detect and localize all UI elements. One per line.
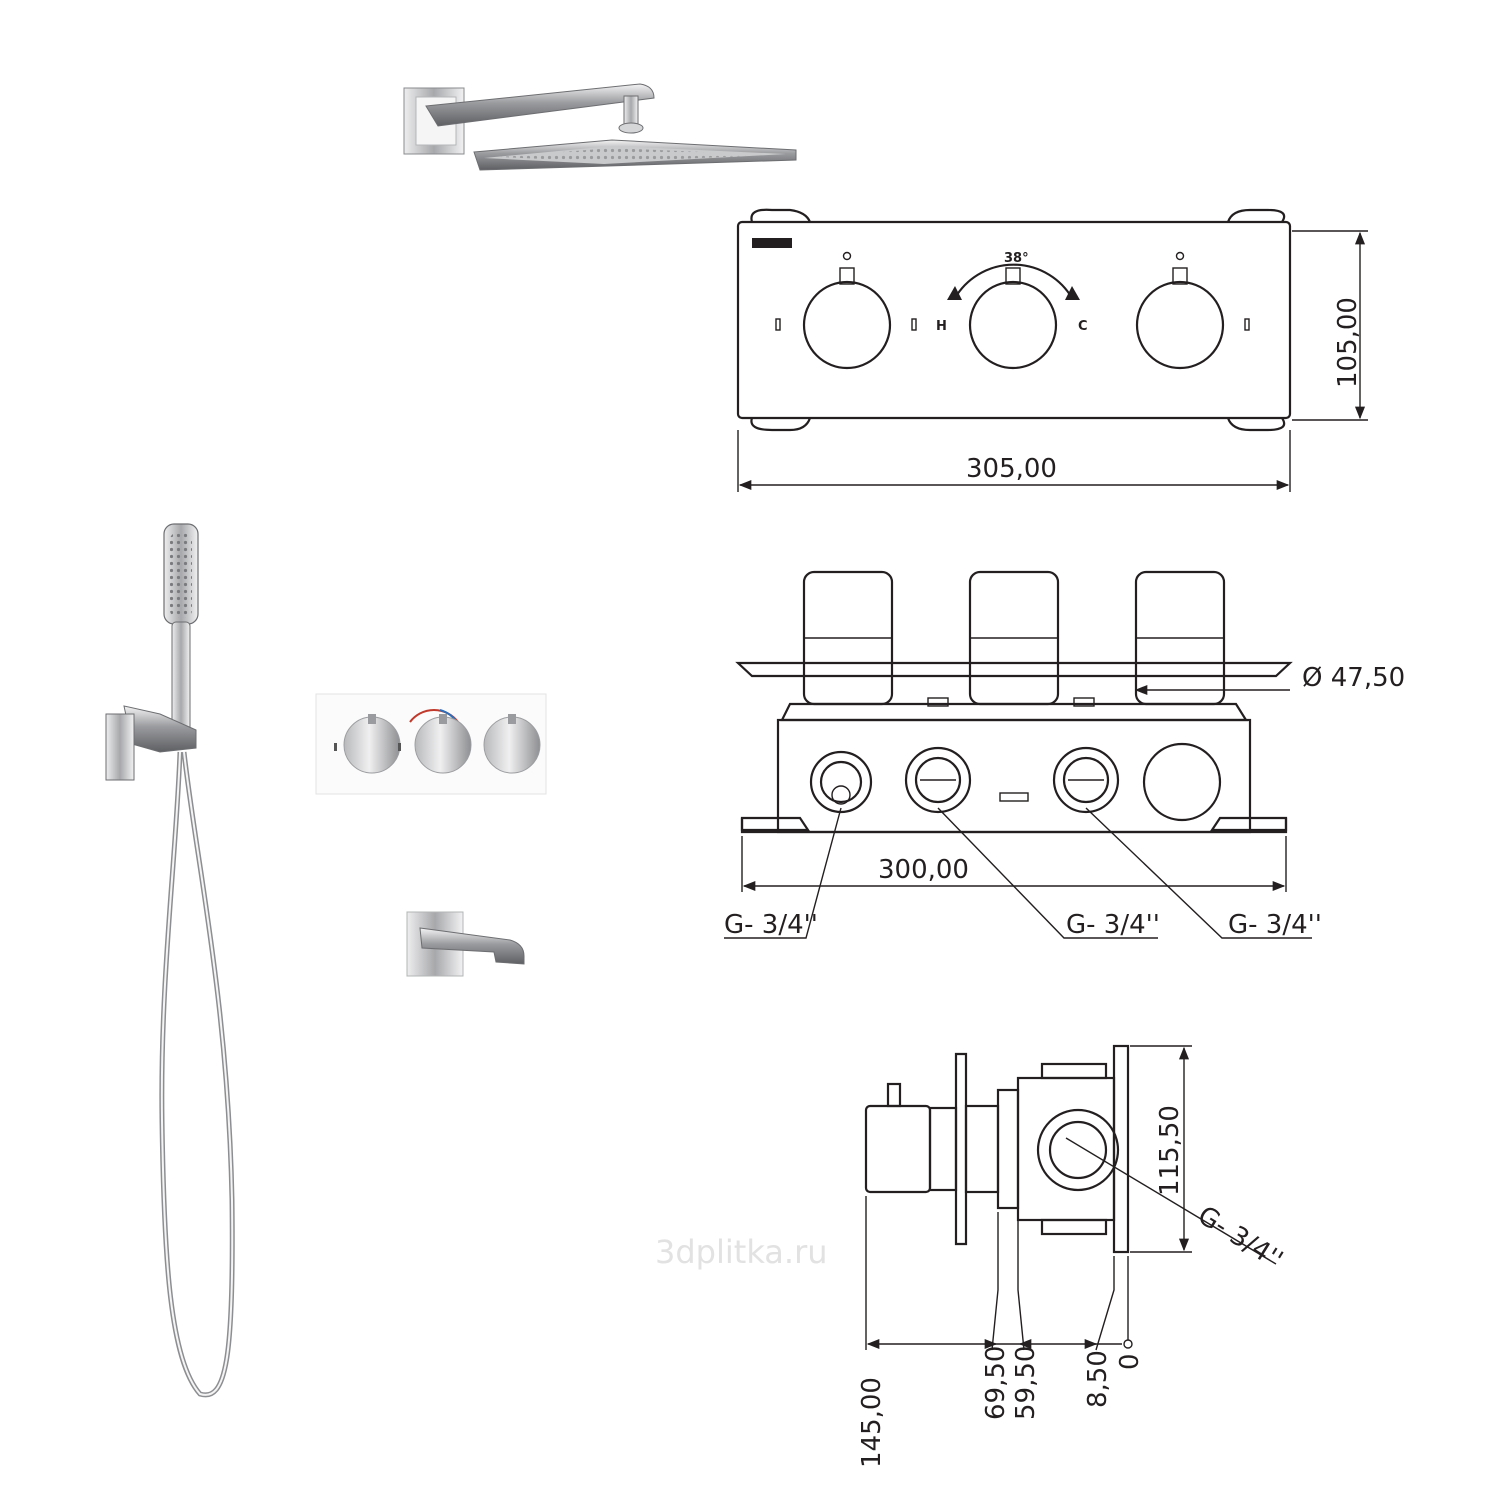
watermark: 3dplitka.ru (655, 1233, 828, 1271)
panel-top-view: 38° H C 305,00 105,00 (736, 208, 1368, 492)
connection-label-1: G- 3/4'' (724, 910, 818, 940)
bath-spout-render (406, 911, 525, 977)
side-height-dimension: 115,50 (1155, 1105, 1185, 1196)
connection-label-2: G- 3/4'' (1066, 910, 1160, 940)
mixer-body-front-view: Ø 47,50 300,00 G- 3/4'' G- 3/4'' G- 3/4'… (724, 570, 1405, 940)
depth-label-59-5: 59,50 (1011, 1346, 1041, 1420)
depth-label-69-5: 69,50 (981, 1346, 1011, 1420)
side-connection-label: G- 3/4'' (1192, 1200, 1288, 1275)
depth-label-8-5: 8,50 (1083, 1350, 1113, 1408)
thermostatic-panel-render (315, 693, 547, 795)
panel-width-dimension: 305,00 (966, 454, 1057, 484)
hand-shower-set (105, 523, 235, 1398)
depth-label-0: 0 (1115, 1353, 1145, 1370)
depth-label-145: 145,00 (857, 1377, 887, 1468)
body-width-dimension: 300,00 (878, 855, 969, 885)
panel-height-dimension: 105,00 (1333, 297, 1363, 388)
hot-label: H (936, 319, 947, 334)
cold-label: C (1078, 319, 1088, 334)
connection-label-3: G- 3/4'' (1228, 910, 1322, 940)
knob-diameter-dimension: Ø 47,50 (1302, 663, 1405, 693)
temperature-label: 38° (1004, 251, 1029, 266)
mixer-side-view: G- 3/4'' 115,50 145,00 69,50 59,50 8,50 … (857, 1044, 1288, 1468)
rain-shower-head (403, 83, 797, 171)
